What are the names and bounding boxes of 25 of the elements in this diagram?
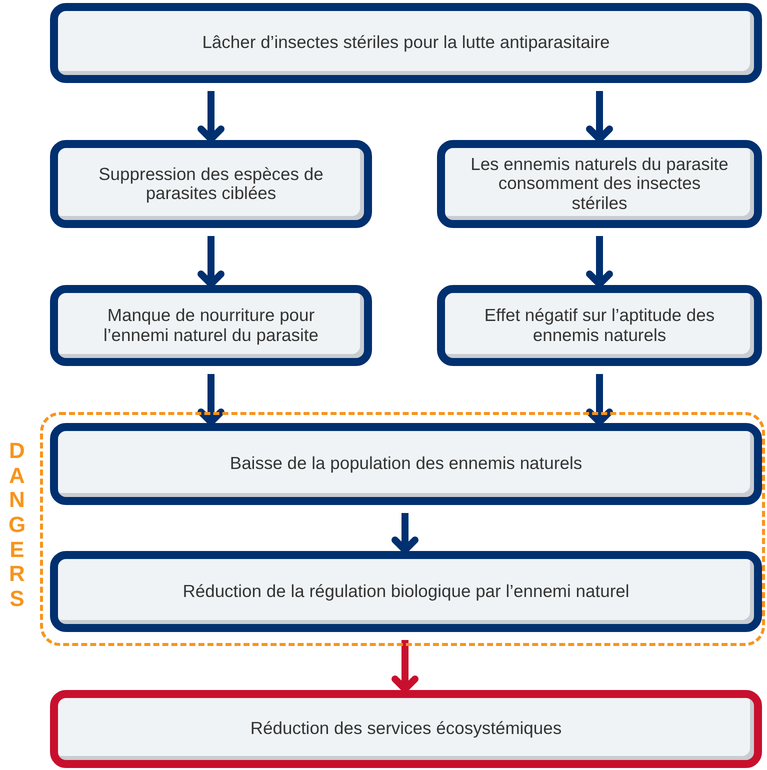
box-text: Lâcher d’insectes stériles pour la lutte antiparasitaire: [201, 33, 611, 53]
box-text: Les ennemis naturels du parasite consomment des insectes stériles: [470, 155, 730, 213]
arrow: [392, 513, 418, 554]
arrow: [198, 91, 224, 142]
process-box: [50, 140, 372, 228]
process-box: [437, 140, 762, 228]
process-box: [50, 3, 762, 83]
box-text: Suppression des espèces de parasites ciblées: [98, 164, 324, 204]
box-text: Manque de nourriture pour l’ennemi naturel du parasite: [102, 306, 320, 345]
arrow: [198, 374, 224, 426]
arrow: [586, 374, 613, 426]
process-box: [437, 285, 762, 366]
box-text: Réduction des services écosystémiques: [249, 719, 563, 739]
arrow: [198, 236, 224, 288]
arrow: [586, 91, 613, 142]
box-text: Réduction de la régulation biologique par l’ennemi naturel: [182, 582, 630, 602]
process-box: [50, 551, 762, 632]
group-heading: DANGERS: [7, 439, 27, 612]
process-box: [50, 423, 762, 505]
arrow: [392, 640, 418, 692]
process-box: [50, 690, 762, 768]
box-text: Baisse de la population des ennemis naturels: [228, 454, 584, 474]
arrow: [586, 236, 613, 288]
process-box: [50, 285, 372, 366]
box-text: Effet négatif sur l’aptitude des ennemis naturels: [483, 306, 716, 345]
